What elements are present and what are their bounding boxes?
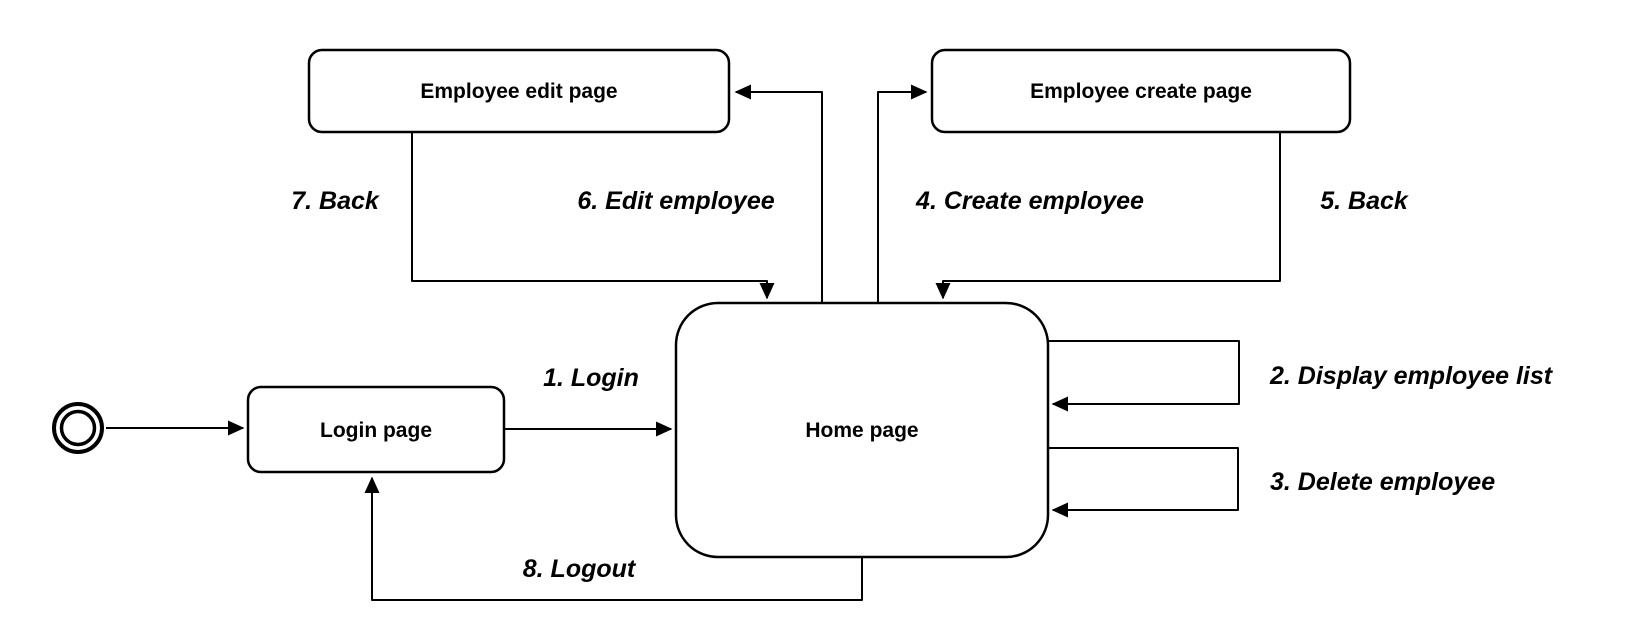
state-employee-create-page: Employee create page xyxy=(930,48,1352,134)
transition-create-to-home-label: 5. Back xyxy=(1320,187,1409,215)
transition-home-self-delete-label: 3. Delete employee xyxy=(1270,468,1495,496)
state-employee-create-page-box xyxy=(930,48,1352,134)
state-home-page-label: Home page xyxy=(805,419,918,442)
state-employee-edit-page-label: Employee edit page xyxy=(420,80,617,103)
transition-home-self-delete xyxy=(1048,447,1239,518)
state-home-page-box xyxy=(674,301,1050,559)
transition-login-to-home-label: 1. Login xyxy=(543,364,639,392)
state-employee-create-page-label: Employee create page xyxy=(1030,80,1252,103)
state-login-page-box xyxy=(246,385,506,474)
transition-home-to-edit-label: 6. Edit employee xyxy=(577,187,774,215)
state-employee-edit-page: Employee edit page xyxy=(307,48,731,134)
state-home-page: Home page xyxy=(674,301,1050,559)
transition-home-to-create xyxy=(877,84,928,303)
transition-home-to-login-logout xyxy=(364,476,863,601)
transition-home-self-display-list-label: 2. Display employee list xyxy=(1269,362,1554,390)
initial-state-inner-ring xyxy=(59,409,97,447)
transition-home-to-login-logout-label: 8. Logout xyxy=(523,555,637,583)
transition-create-to-home xyxy=(935,132,1281,300)
state-login-page: Login page xyxy=(246,385,506,474)
transition-edit-to-home-label: 7. Back xyxy=(291,187,380,215)
transition-home-self-display-list xyxy=(1048,340,1240,412)
state-login-page-label: Login page xyxy=(320,419,432,442)
initial-state-node xyxy=(52,402,104,454)
transition-home-to-edit xyxy=(734,84,823,303)
state-employee-edit-page-box xyxy=(307,48,731,134)
transition-home-to-create-label: 4. Create employee xyxy=(915,187,1144,215)
transition-edit-to-home xyxy=(411,132,775,300)
